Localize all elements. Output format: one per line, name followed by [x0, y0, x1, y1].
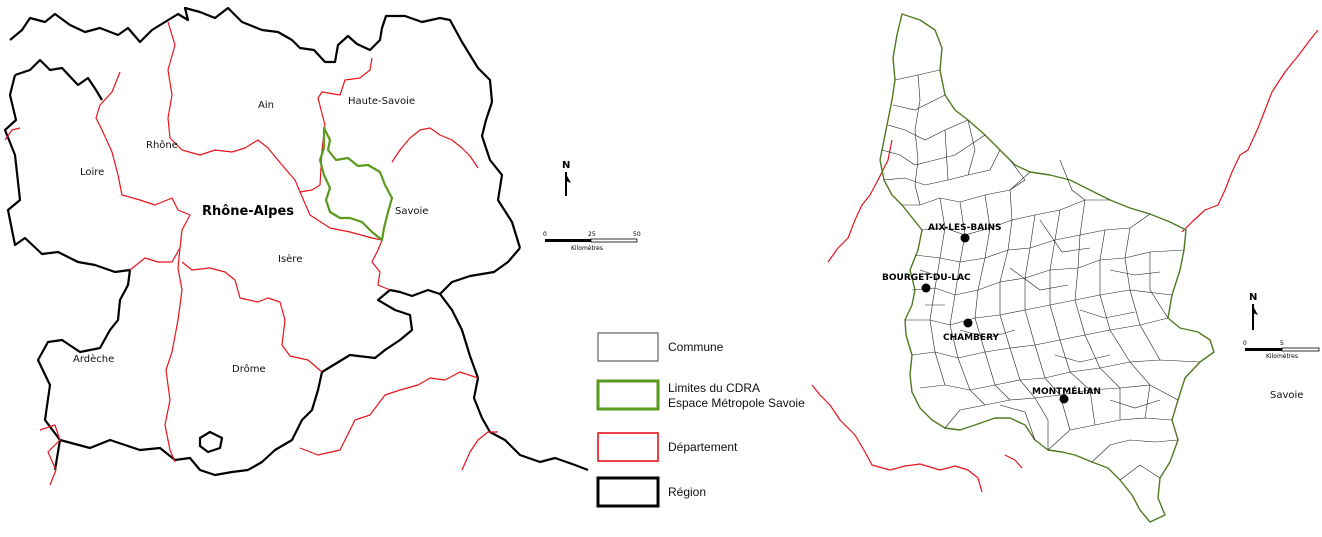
label-rhone: Rhône: [146, 139, 178, 151]
label-isere: Isère: [278, 253, 302, 265]
region-boundary-southeast: [439, 293, 589, 472]
label-loire: Loire: [80, 167, 104, 178]
town-montmelian: MONTMÉLIAN: [1032, 385, 1101, 404]
town-aix-les-bains: AIX-LES-BAINS: [928, 223, 1002, 243]
legend: Commune Limites du CDRA Espace Métropole…: [596, 332, 805, 508]
left-map: Ain Haute-Savoie Rhône Loire Savoie Isèr…: [3, 6, 641, 486]
svg-text:Limites du CDRA: Limites du CDRA: [668, 381, 760, 395]
scale-bar-left: 0 25 50 Kilomètres: [543, 231, 641, 252]
svg-text:BOURGET-DU-LAC: BOURGET-DU-LAC: [882, 273, 971, 283]
department-boundary-savoie-isere: [299, 191, 391, 291]
right-map: AIX-LES-BAINS BOURGET-DU-LAC CHAMBERY MO…: [811, 13, 1320, 523]
label-ain: Ain: [258, 100, 274, 111]
legend-item-cdra: Limites du CDRA Espace Métropole Savoie: [596, 379, 805, 411]
label-drome: Drôme: [232, 363, 266, 375]
department-boundary-south-ext-1: [39, 424, 61, 486]
svg-text:MONTMÉLIAN: MONTMÉLIAN: [1032, 385, 1101, 397]
label-haute-savoie: Haute-Savoie: [348, 96, 415, 107]
town-chambery: CHAMBERY: [943, 318, 1000, 343]
svg-text:50: 50: [633, 231, 641, 238]
region-boundary-southwest: [14, 58, 103, 101]
region-boundary-west: [3, 74, 132, 471]
right-dep-boundary-northeast: [1181, 29, 1319, 233]
cdra-boundary: [318, 126, 394, 242]
label-savoie-right: Savoie: [1270, 390, 1303, 401]
svg-text:0: 0: [1243, 340, 1247, 347]
region-boundary-south: [59, 438, 249, 477]
region-boundary-north: [9, 6, 522, 249]
department-boundary-isere-drome: [181, 261, 323, 373]
svg-text:N: N: [562, 160, 570, 171]
scale-bar-right: 0 5 Kilomètres: [1243, 340, 1320, 360]
label-ardeche: Ardèche: [73, 353, 114, 365]
svg-text:Région: Région: [668, 485, 706, 499]
right-dep-boundary-west: [827, 139, 893, 263]
department-boundary-ardeche-drome: [164, 247, 183, 463]
svg-text:CHAMBERY: CHAMBERY: [943, 333, 1000, 343]
legend-item-commune: Commune: [597, 332, 724, 362]
legend-item-region: Région: [596, 476, 706, 508]
svg-text:Kilomètres: Kilomètres: [1266, 353, 1298, 360]
svg-text:Espace Métropole Savoie: Espace Métropole Savoie: [668, 396, 805, 410]
label-savoie: Savoie: [395, 206, 428, 217]
department-boundary-ain-rhone: [167, 21, 373, 193]
right-dep-boundary-east-stub: [1004, 454, 1023, 469]
svg-text:Commune: Commune: [668, 340, 724, 354]
legend-item-departement: Département: [597, 432, 738, 462]
north-arrow-right: N: [1249, 292, 1258, 330]
commune-boundaries: [881, 69, 1201, 481]
cdra-outline: [879, 13, 1215, 523]
department-boundary-west-ext: [4, 127, 21, 141]
svg-text:Kilomètres: Kilomètres: [571, 245, 603, 252]
department-boundary-savoie-hautesavoie: [391, 127, 479, 169]
svg-text:0: 0: [543, 231, 547, 238]
north-arrow-left: N: [562, 160, 571, 196]
department-boundary-south-ext-2: [299, 371, 479, 456]
svg-text:AIX-LES-BAINS: AIX-LES-BAINS: [928, 223, 1002, 233]
town-bourget-du-lac: BOURGET-DU-LAC: [882, 273, 971, 293]
svg-text:5: 5: [1280, 340, 1284, 347]
label-region: Rhône-Alpes: [202, 204, 294, 219]
department-boundary-south-ext-3: [461, 431, 498, 471]
svg-text:N: N: [1249, 292, 1257, 303]
right-dep-boundary-southwest: [811, 384, 983, 493]
svg-text:25: 25: [588, 231, 596, 238]
enclave-boundary: [198, 430, 224, 454]
region-boundary-east: [247, 247, 521, 471]
svg-text:Département: Département: [668, 440, 738, 454]
department-boundary-rhone-loire: [95, 71, 191, 271]
